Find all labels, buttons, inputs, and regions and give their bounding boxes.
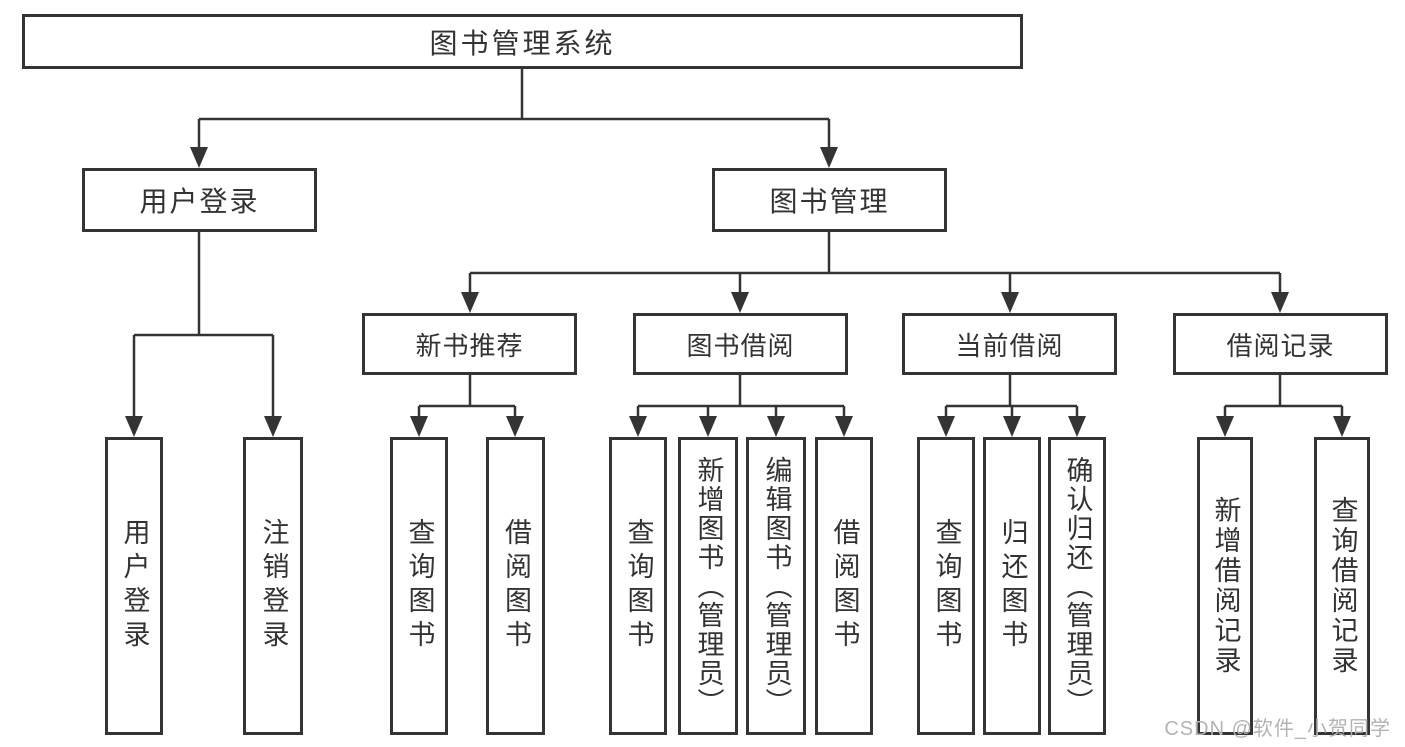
- node-label: 用户登录: [139, 186, 260, 217]
- node-new-book-recommend: 新书推荐: [362, 313, 577, 375]
- arrowheads-level3: [461, 292, 1289, 313]
- node-root: 图书管理系统: [22, 14, 1023, 69]
- node-leaf-user-login: 用户登录: [105, 437, 163, 735]
- arrowheads-level4: [410, 416, 1351, 437]
- edges-book-management-children: [468, 231, 1282, 295]
- node-label: 新增图书（管理员）: [693, 455, 724, 717]
- node-leaf-query-borrow-record: 查询借阅记录: [1314, 437, 1370, 735]
- node-leaf-add-borrow-record: 新增借阅记录: [1197, 437, 1253, 735]
- node-leaf-borrow-books: 借阅图书: [815, 437, 873, 735]
- edges-book-borrowing-children: [636, 374, 846, 419]
- edges-borrowing-records-children: [1223, 374, 1344, 419]
- node-label: 借阅记录: [1226, 330, 1335, 361]
- node-label: 注销登录: [258, 518, 289, 654]
- node-leaf-query-books-borrow: 查询图书: [609, 437, 667, 735]
- arrowheads-user-login-children: [125, 416, 282, 437]
- arrowheads-level2: [190, 147, 838, 168]
- node-book-management: 图书管理: [712, 168, 947, 232]
- node-label: 图书借阅: [686, 330, 795, 361]
- node-label: 借阅图书: [829, 518, 860, 654]
- node-label: 新书推荐: [415, 330, 524, 361]
- node-leaf-logout: 注销登录: [243, 437, 303, 735]
- node-label: 查询图书: [404, 518, 435, 654]
- edges-user-login-children: [132, 231, 275, 419]
- node-label: 编辑图书（管理员）: [761, 455, 792, 717]
- edges-new-book-recommend-children: [417, 374, 517, 419]
- node-label: 新增借阅记录: [1210, 496, 1241, 676]
- node-label: 确认归还（管理员）: [1062, 455, 1093, 717]
- node-user-login: 用户登录: [82, 168, 317, 232]
- csdn-watermark: CSDN @软件_小贺同学: [1164, 718, 1391, 740]
- node-leaf-confirm-return-admin: 确认归还（管理员）: [1048, 437, 1106, 735]
- node-leaf-query-books-recommend: 查询图书: [390, 437, 448, 735]
- node-label: 查询图书: [623, 518, 654, 654]
- node-book-borrowing: 图书借阅: [633, 313, 848, 375]
- node-label: 当前借阅: [955, 330, 1064, 361]
- node-leaf-return-books: 归还图书: [983, 437, 1041, 735]
- node-leaf-edit-books-admin: 编辑图书（管理员）: [746, 437, 806, 735]
- node-label: 归还图书: [997, 518, 1028, 654]
- node-current-borrowing: 当前借阅: [902, 313, 1117, 375]
- edges-current-borrowing-children: [944, 374, 1079, 419]
- node-label: 图书管理系统: [429, 27, 616, 59]
- edges-root-to-level2: [197, 66, 831, 150]
- node-label: 图书管理: [769, 186, 890, 217]
- node-label: 借阅图书: [501, 518, 531, 654]
- node-leaf-borrow-books-recommend: 借阅图书: [486, 437, 545, 735]
- node-leaf-add-books-admin: 新增图书（管理员）: [678, 437, 738, 735]
- node-label: 查询图书: [931, 518, 962, 654]
- node-borrowing-records: 借阅记录: [1173, 313, 1388, 375]
- node-label: 查询借阅记录: [1327, 496, 1358, 676]
- node-leaf-query-books-current: 查询图书: [917, 437, 975, 735]
- node-label: 用户登录: [119, 518, 150, 654]
